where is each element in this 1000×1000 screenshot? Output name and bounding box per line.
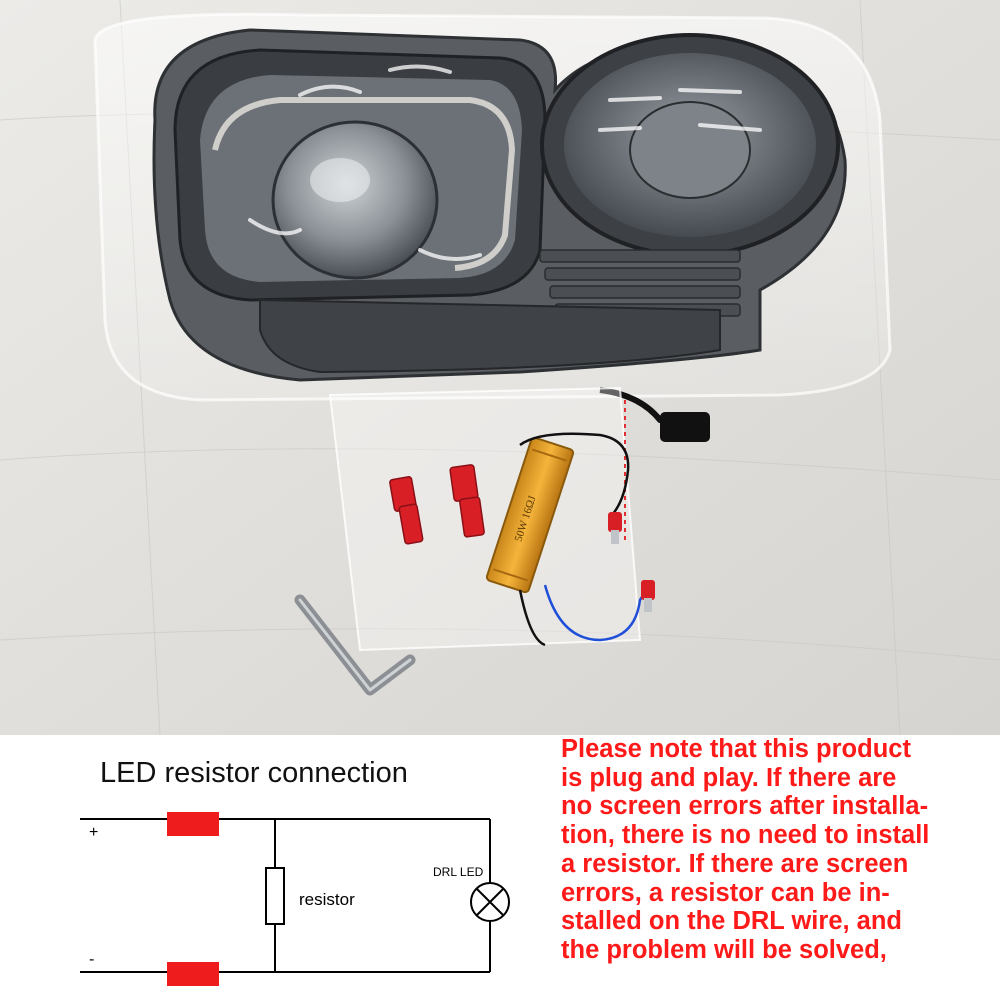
- drl-label: DRL LED: [433, 865, 484, 879]
- note-line: no screen errors after installa-: [561, 792, 929, 821]
- circuit-diagram: + - resistor DRL LED: [80, 812, 510, 986]
- resistor-label: resistor: [299, 890, 355, 909]
- note-line: Please note that this product: [561, 735, 911, 763]
- note-line: a resistor. If there are screen: [561, 849, 909, 878]
- diagram-panel: LED resistor connection + - resistor DRL…: [0, 735, 1000, 1000]
- bottom-fuse-symbol: [167, 962, 219, 986]
- note-line: errors, a resistor can be in-: [561, 878, 890, 907]
- note-line: is plug and play. If there are: [561, 763, 897, 792]
- installation-note: Please note that this product is plug an…: [561, 735, 991, 965]
- minus-label: -: [89, 951, 94, 968]
- note-line: tion, there is no need to install: [561, 821, 930, 850]
- headlight-photo-illustration: 50W 16ΩJ: [0, 0, 1000, 735]
- resistor-symbol: [265, 867, 285, 925]
- drl-lamp-icon: [470, 882, 510, 922]
- product-photo: 50W 16ΩJ: [0, 0, 1000, 735]
- note-line: stalled on the DRL wire, and: [561, 907, 903, 936]
- diagram-title: LED resistor connection: [100, 757, 408, 789]
- note-line: the problem will be solved,: [561, 935, 887, 964]
- top-fuse-symbol: [167, 812, 219, 836]
- plus-label: +: [89, 824, 98, 841]
